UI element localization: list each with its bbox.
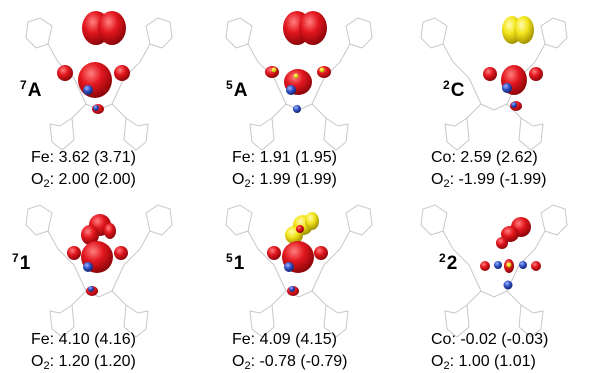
spin-density-7A [25,11,173,151]
metal-atom [83,85,93,95]
ligand-lobe-left [483,67,497,81]
axial-atom [289,286,295,292]
metal-beta-spot [293,73,299,79]
panel-label: 2C [443,78,465,101]
o2-lobe-bottom [81,225,99,245]
o2-spin-line: O2: 1.99 (1.99) [232,171,337,190]
metal-spin-density [78,62,112,98]
panel-label: 51 [226,251,245,274]
axial-atom [93,105,99,111]
spin-density-5A [225,11,373,151]
o2-spin-line: O2: -1.99 (-1.99) [431,171,547,190]
metal-spin-line: Fe: 3.62 (3.71) [31,149,136,166]
panel-label: 5A [226,78,248,101]
spin-density-2C [420,16,568,151]
o2-lobe-mid [501,226,519,242]
ligand-lobe-right [317,66,331,78]
metal-spin-line: Fe: 4.10 (4.16) [31,331,136,348]
ligand-lobe-left [67,246,81,260]
metal-spin-line: Fe: 1.91 (1.95) [232,149,337,166]
o2-lobe-right [98,11,126,45]
axial-atom [293,105,301,113]
panel-label: 22 [439,251,458,274]
ligand-beta-spot-right [319,67,325,73]
o2-spin-line: O2: 2.00 (2.00) [31,171,136,190]
ligand-lobe-left [265,66,279,78]
spin-density-71 [25,204,173,338]
ligand-atom-left [494,261,502,269]
o2-lobe-side [104,223,116,239]
spin-density-51 [225,204,373,338]
panel-71: 71 Fe: 4.10 (4.16) O2: 1.20 (1.20) [0,187,197,373]
ligand-lobe-right [114,246,128,260]
ligand-lobe-left [480,261,490,271]
metal-atom [284,262,294,272]
panel-label: 71 [12,251,31,274]
panel-2C: 2C Co: 2.59 (2.62) O2: -1.99 (-1.99) [395,0,592,190]
metal-spin-line: Fe: 4.09 (4.15) [232,331,337,348]
metal-atom [502,83,512,93]
ligand-lobe-left [57,65,73,81]
o2-alpha-spot [296,225,304,233]
o2-lobe-bottom [496,237,508,249]
ligand-lobe-right [314,246,328,260]
ligand-beta-spot-left [271,67,277,73]
panel-7A: 7A Fe: 3.62 (3.71) O2: 2.00 (2.00) [0,0,197,190]
ligand-atom-right [519,261,527,269]
metal-beta-spot [506,262,512,268]
metal-atom [83,262,93,272]
o2-lobe-right [299,11,327,45]
axial-atom [88,286,94,292]
ligand-lobe-left [267,246,281,260]
panel-22: 22 Co: -0.02 (-0.03) O2: 1.00 (1.01) [395,187,592,373]
panel-label: 7A [20,78,42,101]
panel-51: 51 Fe: 4.09 (4.15) O2: -0.78 (-0.79) [200,187,397,373]
metal-atom [286,85,296,95]
ligand-lobe-right [114,65,130,81]
metal-spin-line: Co: 2.59 (2.62) [431,149,538,166]
o2-spin-line: O2: -0.78 (-0.79) [232,353,348,372]
o2-spin-line: O2: 1.20 (1.20) [31,353,136,372]
ligand-lobe-right [531,261,541,271]
panel-5A: 5A Fe: 1.91 (1.95) O2: 1.99 (1.99) [200,0,397,190]
axial-atom [511,102,517,108]
spin-density-22 [420,204,568,338]
o2-spin-line: O2: 1.00 (1.01) [431,353,536,372]
ligand-lobe-right [529,67,543,81]
metal-spin-line: Co: -0.02 (-0.03) [431,331,549,348]
metal-atom [503,280,513,290]
o2-lobe-right [514,16,534,44]
o2-lobe-side [305,212,319,230]
